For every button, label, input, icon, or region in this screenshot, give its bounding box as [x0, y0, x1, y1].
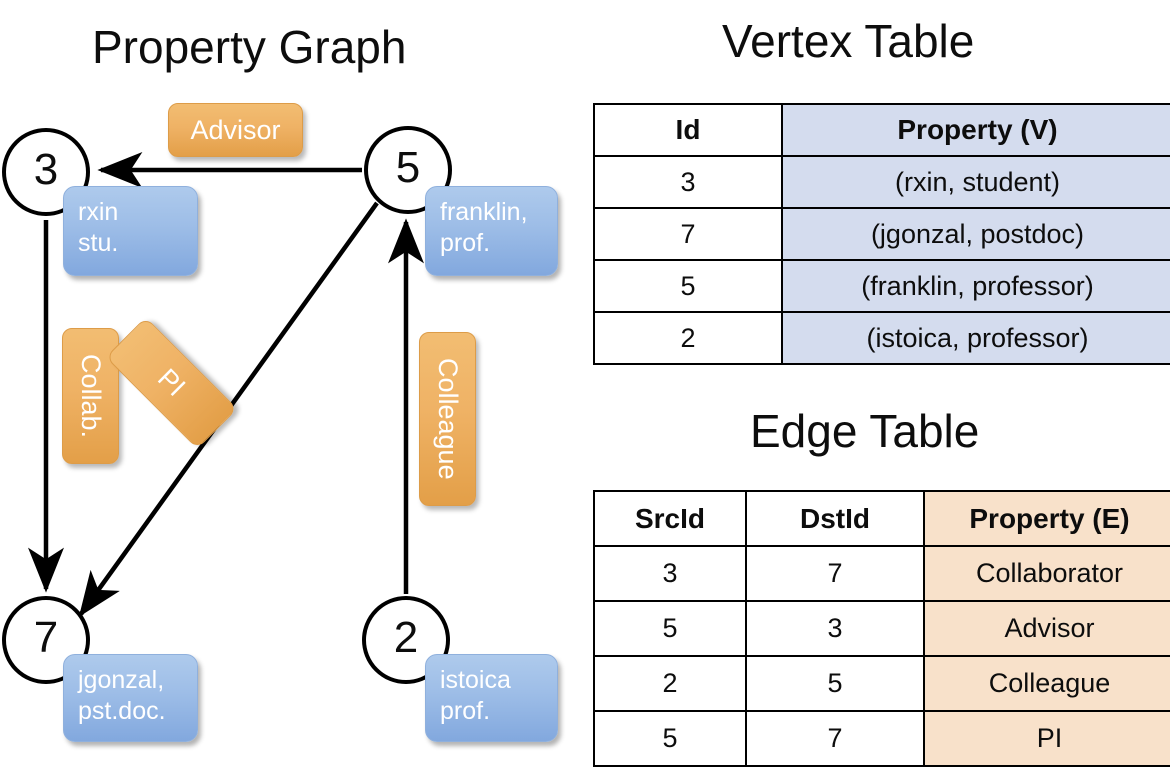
graph-node-7-label: 7 [33, 613, 59, 662]
vertex-cell-property: (rxin, student) [781, 155, 1170, 209]
edge-cell-dstid: 3 [745, 600, 925, 657]
edge-cell-srcid: 5 [593, 710, 747, 767]
table-row: 5 (franklin, professor) [593, 259, 1170, 313]
edge-label-advisor-text: Advisor [190, 114, 281, 145]
node-property-line-1: rxin [78, 198, 119, 226]
edge-label-colleague-text: Colleague [433, 358, 463, 480]
node-property-line-1: istoica [440, 666, 511, 694]
vertex-cell-property: (jgonzal, postdoc) [781, 207, 1170, 261]
table-row: 7 (jgonzal, postdoc) [593, 207, 1170, 261]
node-property-line-2: prof. [440, 696, 491, 725]
edge-label-advisor: Advisor [168, 103, 303, 157]
edge-cell-dstid: 7 [745, 710, 925, 767]
table-row: 2 (istoica, professor) [593, 311, 1170, 365]
edge-cell-srcid: 2 [593, 655, 747, 712]
table-row: 2 5 Colleague [593, 655, 1170, 712]
node-property-line-2: pst.doc. [78, 696, 166, 725]
vertex-table: Id Property (V) 3 (rxin, student) 7 (jgo… [593, 103, 1170, 365]
edge-label-colleague: Colleague [419, 332, 476, 506]
edge-label-collab-text: Collab. [76, 353, 106, 439]
edge-cell-property: Advisor [923, 600, 1170, 657]
edge-cell-srcid: 5 [593, 600, 747, 657]
graph-node-3-label: 3 [33, 145, 59, 194]
table-row: 5 7 PI [593, 710, 1170, 767]
vertex-cell-id: 3 [593, 155, 783, 209]
vertex-cell-id: 7 [593, 207, 783, 261]
node-property-line-2: prof. [440, 228, 491, 257]
vertex-cell-property: (franklin, professor) [781, 259, 1170, 313]
table-row: 3 (rxin, student) [593, 155, 1170, 209]
vertex-table-header-id: Id [593, 103, 783, 157]
edge-table-header-srcid: SrcId [593, 490, 747, 547]
table-row: 5 3 Advisor [593, 600, 1170, 657]
page-title-edge-table: Edge Table [750, 405, 980, 457]
edge-cell-property: PI [923, 710, 1170, 767]
edge-cell-dstid: 7 [745, 545, 925, 602]
graph-node-5[interactable]: 5 [364, 126, 452, 214]
edge-cell-property: Collaborator [923, 545, 1170, 602]
graph-node-2[interactable]: 2 [362, 596, 450, 684]
edge-label-pi-text: PI [152, 363, 192, 403]
page-title-vertex-table: Vertex Table [722, 15, 975, 67]
vertex-cell-id: 2 [593, 311, 783, 365]
edge-table-header-property: Property (E) [923, 490, 1170, 547]
vertex-table-header-property: Property (V) [781, 103, 1170, 157]
node-property-box-jgonzal: jgonzal, pst.doc. [63, 654, 198, 742]
table-row: 3 7 Collaborator [593, 545, 1170, 602]
edge-cell-dstid: 5 [745, 655, 925, 712]
node-property-line-2: stu. [78, 228, 119, 257]
property-graph-diagram: 3 5 7 2 rxin stu. franklin, prof. jgonza… [0, 0, 585, 760]
edge-cell-property: Colleague [923, 655, 1170, 712]
page-title-property-graph: Property Graph [92, 21, 407, 73]
edge-table: SrcId DstId Property (E) 3 7 Collaborato… [593, 490, 1170, 767]
vertex-table-header-row: Id Property (V) [593, 103, 1170, 157]
vertex-cell-property: (istoica, professor) [781, 311, 1170, 365]
node-property-line-1: jgonzal, [78, 666, 165, 694]
node-property-box-istoica: istoica prof. [425, 654, 558, 742]
graph-node-2-label: 2 [393, 613, 419, 662]
node-property-line-1: franklin, [440, 198, 528, 226]
node-property-box-franklin: franklin, prof. [425, 186, 558, 276]
vertex-cell-id: 5 [593, 259, 783, 313]
edge-table-header-row: SrcId DstId Property (E) [593, 490, 1170, 547]
node-property-box-rxin: rxin stu. [63, 186, 198, 276]
graph-node-5-label: 5 [395, 143, 421, 192]
edge-table-header-dstid: DstId [745, 490, 925, 547]
edge-label-collab: Collab. [62, 328, 119, 464]
edge-cell-srcid: 3 [593, 545, 747, 602]
